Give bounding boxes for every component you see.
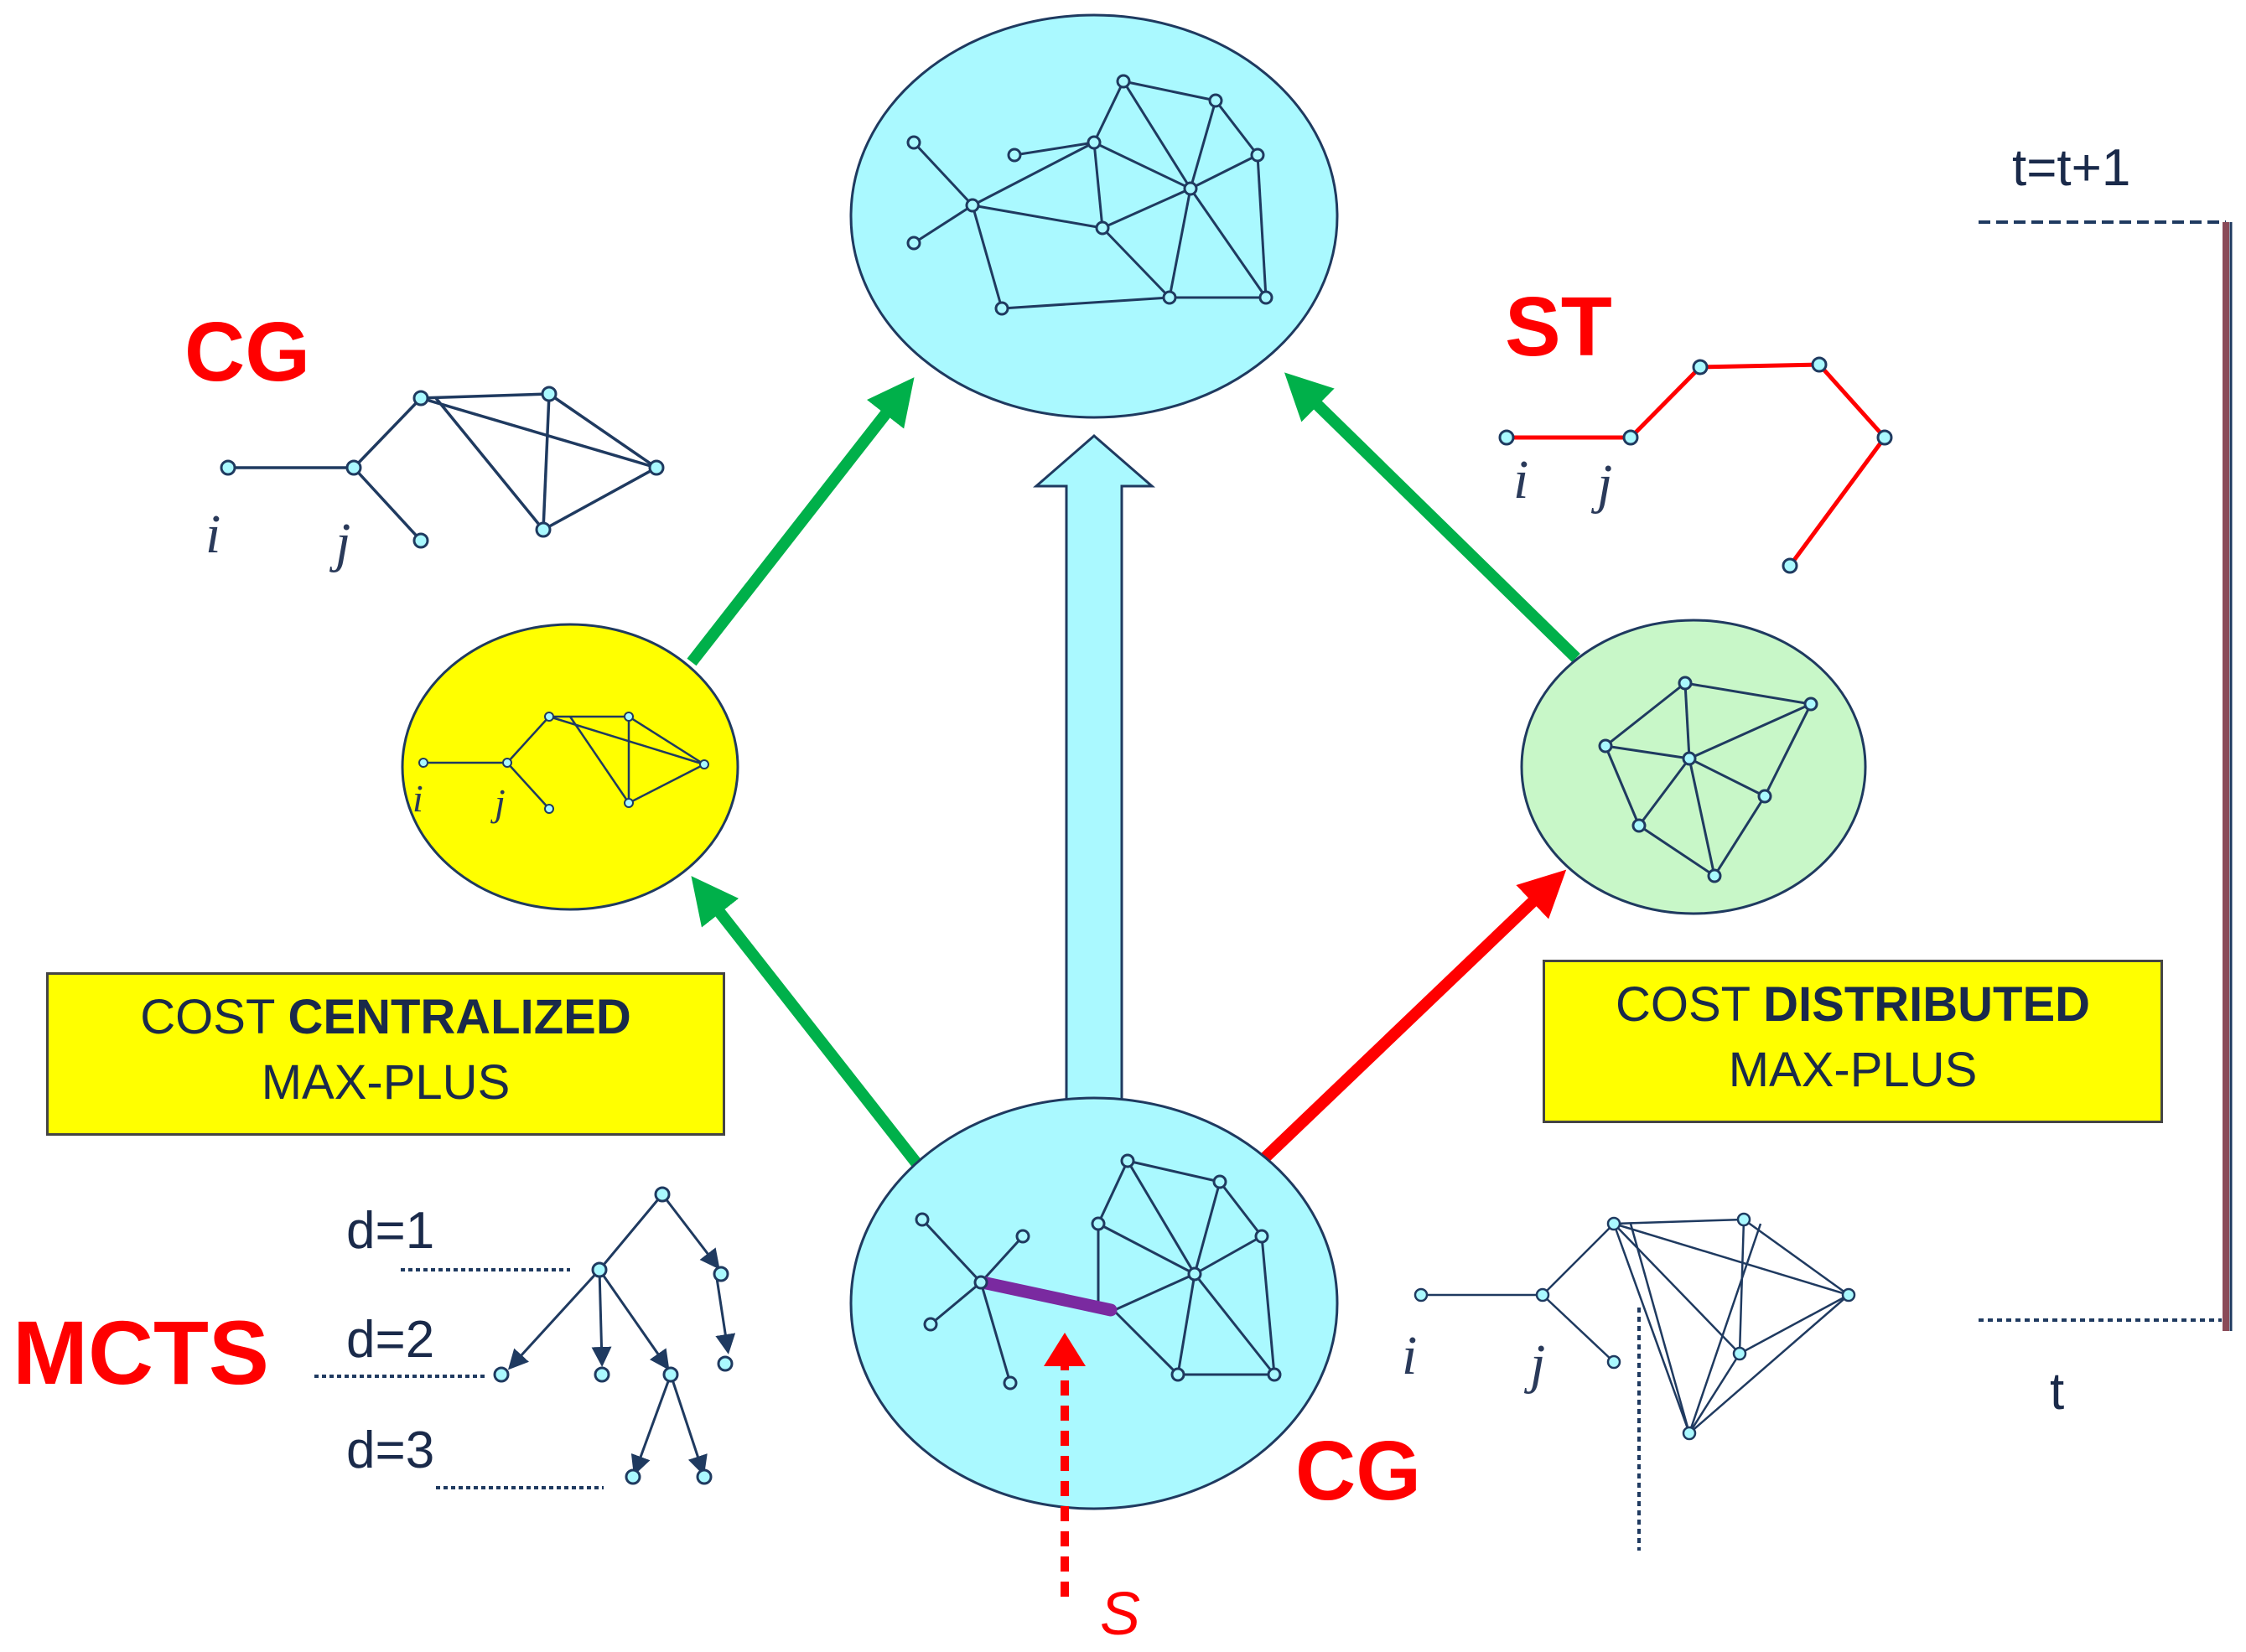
- i-label-st: i: [1513, 449, 1529, 510]
- j-label-st: j: [1597, 453, 1613, 515]
- cg-top-left-nodes: [220, 386, 665, 549]
- arrow-yellow-to-top: [687, 377, 915, 666]
- s-label: S: [1100, 1581, 1141, 1648]
- green-graph-nodes: [1598, 676, 1818, 883]
- selected-edge: [976, 1276, 1118, 1317]
- center-up-arrow: [1032, 434, 1156, 1125]
- j-label-bottom-right: j: [1530, 1334, 1546, 1395]
- yellow-graph-nodes: [418, 712, 709, 814]
- top-graph: [912, 80, 1268, 310]
- cost-distributed-word1: COST: [1615, 977, 1751, 1032]
- green-graph-ellipse: [1520, 619, 1867, 915]
- t-now-label: t: [2050, 1363, 2065, 1421]
- i-label-yellow: i: [412, 777, 423, 820]
- cost-centralized-box: COST CENTRALIZED MAX-PLUS: [46, 972, 725, 1136]
- st-tree: [1507, 362, 1888, 567]
- cost-distributed-word2: DISTRIBUTED: [1763, 977, 2091, 1032]
- s-arrow-head: [1044, 1333, 1086, 1366]
- j-label-top-left: j: [335, 512, 351, 573]
- arrow-bottom-to-green: [1258, 869, 1567, 1166]
- t-next-label: t=t+1: [2012, 139, 2131, 197]
- yellow-graph: [423, 715, 705, 810]
- cost-distributed-box: COST DISTRIBUTED MAX-PLUS: [1543, 960, 2163, 1123]
- depth-3-label: d=3: [346, 1422, 435, 1479]
- depth-2-label: d=2: [346, 1311, 435, 1369]
- green-graph: [1604, 681, 1813, 878]
- j-label-yellow: j: [495, 781, 506, 824]
- yellow-graph-ellipse: [401, 623, 739, 911]
- i-label-top-left: i: [205, 504, 221, 565]
- cost-centralized-word2: CENTRALIZED: [288, 990, 631, 1044]
- top-graph-nodes: [906, 74, 1273, 316]
- bottom-graph-nodes: [915, 1153, 1282, 1390]
- cost-centralized-word1: COST: [140, 990, 275, 1044]
- bottom-right-graph: [1421, 1218, 1849, 1434]
- bottom-right-graph-nodes: [1413, 1212, 1856, 1441]
- st-tree-nodes: [1498, 356, 1893, 574]
- depth-1-label: d=1: [346, 1202, 435, 1260]
- mcts-tree: [507, 1194, 736, 1476]
- cg-top-left-label: CG: [184, 305, 310, 399]
- cg-top-left-graph: [228, 392, 657, 542]
- mcts-label: MCTS: [13, 1302, 269, 1403]
- cost-distributed-line2: MAX-PLUS: [1728, 1043, 1978, 1097]
- i-label-bottom-right: i: [1402, 1325, 1418, 1386]
- cost-centralized-line2: MAX-PLUS: [261, 1055, 511, 1110]
- st-label: ST: [1505, 280, 1612, 374]
- mcts-tree-nodes: [493, 1186, 734, 1485]
- arrow-bottom-to-yellow: [691, 876, 923, 1169]
- arrow-green-to-top: [1284, 372, 1580, 663]
- top-graph-ellipse: [849, 13, 1339, 419]
- bottom-graph: [921, 1159, 1276, 1384]
- mcts-depth-lines: [314, 1268, 604, 1489]
- cg-bottom-label: CG: [1295, 1424, 1421, 1518]
